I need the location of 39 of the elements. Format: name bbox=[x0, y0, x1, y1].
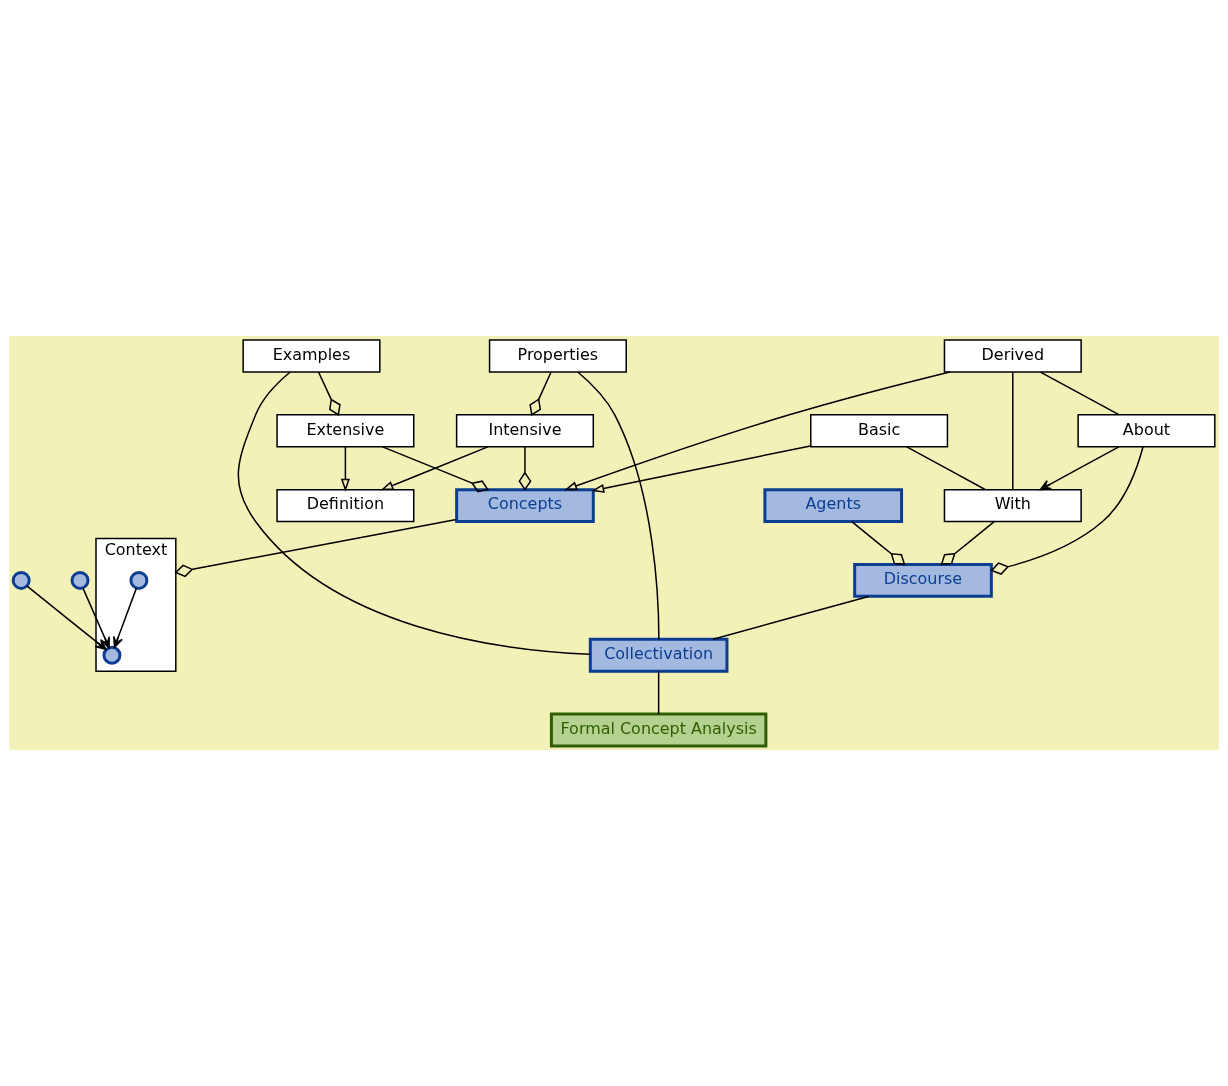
connector bbox=[990, 446, 1144, 575]
node-box: Definition bbox=[276, 488, 415, 523]
connector bbox=[1039, 371, 1120, 416]
node-box: Derived bbox=[943, 339, 1082, 373]
connector bbox=[712, 595, 870, 640]
connector bbox=[518, 446, 532, 491]
node-box: Basic bbox=[810, 414, 949, 448]
connector bbox=[906, 446, 986, 491]
node-box: Collectivation bbox=[588, 637, 729, 673]
node-box: Extensive bbox=[276, 414, 415, 448]
node-box: Properties bbox=[488, 339, 627, 373]
node-box: About bbox=[1077, 414, 1216, 448]
connector bbox=[851, 520, 906, 566]
node-circle bbox=[11, 570, 31, 590]
arrow bbox=[82, 587, 110, 649]
connector bbox=[657, 670, 660, 715]
node-box: Intensive bbox=[455, 414, 595, 448]
arrow bbox=[340, 446, 350, 492]
node-box: Agents bbox=[763, 488, 904, 524]
connector bbox=[174, 518, 458, 578]
connector bbox=[237, 371, 591, 656]
node-box: Formal Concept Analysis bbox=[549, 712, 768, 748]
connector bbox=[940, 520, 995, 566]
arrow bbox=[591, 445, 812, 493]
arrow bbox=[1039, 446, 1120, 491]
connector bbox=[529, 371, 552, 416]
arrow bbox=[26, 585, 107, 651]
arrow bbox=[113, 587, 138, 649]
node-box: With bbox=[943, 488, 1082, 523]
connector bbox=[577, 371, 660, 640]
node-circle bbox=[129, 570, 149, 590]
node-box: Concepts bbox=[455, 488, 595, 524]
arrow bbox=[564, 371, 951, 491]
node-box: Discourse bbox=[853, 562, 993, 598]
connector bbox=[317, 371, 341, 416]
node-circle bbox=[70, 570, 90, 590]
node-circle bbox=[102, 645, 122, 665]
node-box: Examples bbox=[242, 339, 381, 373]
connector bbox=[1012, 371, 1014, 491]
